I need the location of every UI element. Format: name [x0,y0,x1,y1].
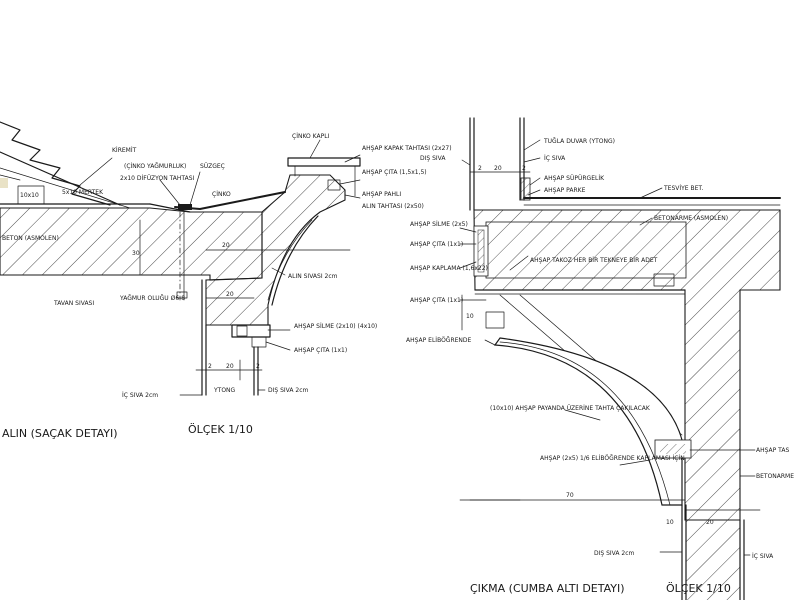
dim-right-2: 20 [494,165,502,172]
left-dimension-lines [139,219,351,381]
label-ahsap-kaplama: AHŞAP KAPLAMA (1,6x22) [410,265,488,272]
label-betonarme: BETONARME [756,473,794,480]
label-tugla-duvar: TUĞLA DUVAR (YTONG) [543,138,615,145]
label-cinko: ÇİNKO [212,191,231,198]
label-alin-tahtasi: ALIN TAHTASI (2x50) [362,203,424,210]
roof-tiles [0,121,131,209]
label-ic-siva-right: İÇ SIVA [544,155,566,162]
label-ytong: YTONG [213,387,236,394]
label-cinko-yagmurluk: (ÇİNKO YAĞMURLUK) [124,163,186,170]
skirting-block [520,177,531,201]
label-beton: BETON (ASMOLEN) [2,235,59,242]
label-ahsap-cita-bottom: AHŞAP ÇITA (1x1) [294,347,347,354]
dim-right-5: 70 [566,492,574,499]
label-ahsap-tas: AHŞAP TAS [756,447,789,454]
label-ahsap-kapak-tahtasi: AHŞAP KAPAK TAHTASI (2x27) [362,145,452,152]
label-difuzyon-tahtasi: 2x10 DİFÜZYON TAHTASI [120,175,195,182]
label-cinko-kapli: ÇİNKO KAPLI [292,133,330,140]
label-ic-siva: İÇ SIVA 2cm [122,392,158,399]
dim-left-3: 20 [226,291,234,298]
label-ahsap-elibogrende: AHŞAP ELİBÖĞRENDE [406,337,472,344]
dim-right-7: 20 [706,519,714,526]
right-scale: ÖLÇEK 1/10 [666,582,731,595]
left-eave-detail: KİREMİT (ÇİNKO YAĞMURLUK) 2x10 DİFÜZYON … [0,121,452,440]
label-yagmur-olugu: YAĞMUR OLUĞU Ø6-8 [119,295,185,302]
label-ahsap-silme-right: AHŞAP SİLME (2x5) [410,221,468,228]
zinc-cap [287,157,361,167]
dim-right-6: 10 [666,519,674,526]
label-ahsap-cita-top: AHŞAP ÇITA (1,5x1,5) [362,169,427,176]
dim-left-6: 2 [256,363,260,370]
label-kiremit: KİREMİT [112,147,137,154]
insulation-fill [0,178,8,188]
label-ahsap-payanda: (10x10) AHŞAP PAYANDA ÜZERİNE TAHTA ÇAKI… [490,405,651,412]
dim-right-1: 2 [478,165,482,172]
dim-right-4: 10 [466,313,474,320]
label-ahsap-kaplamasi: AHŞAP (2x5) 1/6 ELİBÖĞRENDE KAPLAMASI İÇ… [540,455,685,462]
label-ahsap-cita-2: AHŞAP ÇITA (1x1) [410,297,463,304]
left-title: ALIN (SAÇAK DETAYI) [2,427,118,440]
left-scale: ÖLÇEK 1/10 [188,423,253,436]
right-title: ÇIKMA (CUMBA ALTI DETAYI) [470,582,625,595]
label-tavan-sivasi: TAVAN SIVASI [53,300,94,307]
left-leader-lines [79,139,361,396]
label-ahsap-parke: AHŞAP PARKE [544,187,586,194]
curved-wood-brace [493,337,683,506]
dim-left-5: 20 [226,363,234,370]
label-ahsap-pahli: AHŞAP PAHLI [362,191,401,198]
dim-left-4: 2 [208,363,212,370]
label-betonarme-asmolen: BETONARME (ASMOLEN) [654,215,728,222]
label-ahsap-silme: AHŞAP SİLME (2x10) (4x10) [294,323,377,330]
label-ahsap-cita-1: AHŞAP ÇITA (1x1) [410,241,463,248]
rafter-and-gutter [0,185,286,213]
label-mertek: 5x10 MERTEK [62,189,104,196]
label-ic-siva-bottom: İÇ SIVA [752,553,774,560]
gutter-filter-block [178,204,192,210]
label-tesviye-bet: TESVİYE BET. [663,185,703,192]
dim-left-2: 30 [132,250,140,257]
dim-right-3: 2 [522,165,526,172]
right-leader-lines [459,139,756,556]
label-suzgec: SÜZGEÇ [200,163,225,170]
label-dis-siva: DIŞ SIVA 2cm [268,387,309,394]
label-dis-siva-right: DIŞ SIVA [420,155,446,162]
wood-moulding [231,324,271,338]
label-ahsap-supurgelik: AHŞAP SÜPÜRGELİK [544,175,605,182]
right-bay-window-detail: DIŞ SIVA TUĞLA DUVAR (YTONG) İÇ SIVA AHŞ… [406,117,794,600]
right-dimension-lines [459,171,761,511]
dim-left-1: 20 [222,242,230,249]
label-dis-siva-2cm: DIŞ SIVA 2cm [594,550,635,557]
label-ahsap-takoz: AHŞAP TAKOZ HER BİR TEKNEYE BİR ADET [530,257,658,264]
label-10x10: 10x10 [20,192,39,199]
label-alin-sivasi: ALIN SIVASI 2cm [288,273,338,280]
